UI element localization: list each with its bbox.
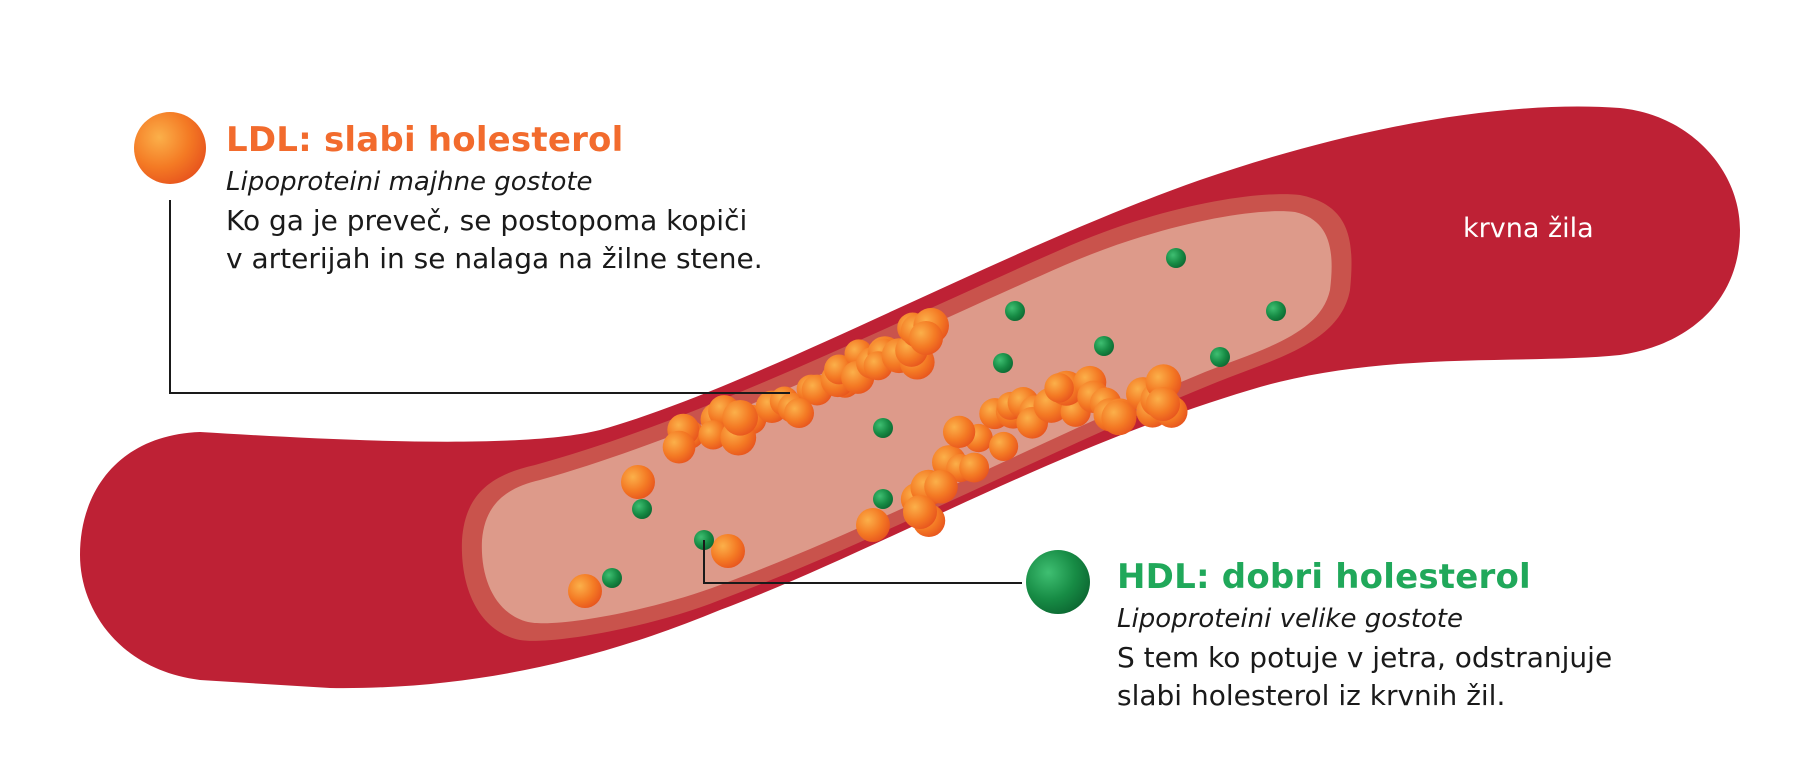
ldl-particle (924, 469, 958, 504)
ldl-particle (909, 321, 943, 355)
vessel-label: krvna žila (1463, 213, 1594, 244)
hdl-callout-line (703, 540, 1022, 584)
hdl-particle (873, 489, 893, 509)
ldl-particle (621, 465, 655, 499)
ldl-particle (903, 495, 937, 529)
hdl-particle (1266, 301, 1286, 321)
hdl-subtitle: Lipoproteini velike gostote (1117, 603, 1463, 634)
ldl-particle (1101, 400, 1137, 436)
ldl-legend-icon (134, 112, 206, 184)
ldl-particle (1044, 373, 1074, 403)
hdl-particle (993, 353, 1013, 373)
hdl-particle (632, 499, 652, 519)
ldl-callout-line (169, 200, 790, 394)
hdl-description-line: slabi holesterol iz krvnih žil. (1117, 678, 1506, 712)
hdl-legend-icon (1026, 550, 1090, 614)
hdl-particle (1166, 248, 1186, 268)
ldl-description-line: Ko ga je preveč, se postopoma kopiči (226, 203, 748, 237)
ldl-particle (711, 534, 745, 568)
ldl-particle (1146, 387, 1180, 421)
hdl-particle (873, 418, 893, 438)
ldl-particle (959, 452, 990, 483)
hdl-description: S tem ko potuje v jetra, odstranjuje sla… (1117, 639, 1612, 715)
vessel-lumen (481, 211, 1332, 624)
ldl-particles (568, 307, 1188, 608)
ldl-particle (856, 508, 890, 542)
hdl-description-line: S tem ko potuje v jetra, odstranjuje (1117, 640, 1613, 674)
ldl-particle (698, 420, 728, 450)
hdl-particle (602, 568, 622, 588)
hdl-title: HDL: dobri holesterol (1117, 557, 1531, 597)
ldl-particle (784, 398, 815, 429)
ldl-particle (989, 431, 1019, 461)
hdl-particles (602, 248, 1286, 588)
ldl-particle (722, 399, 758, 436)
ldl-particle (662, 430, 696, 464)
ldl-description-line: v arterijah in se nalaga na žilne stene. (226, 241, 763, 275)
ldl-particle (568, 574, 602, 608)
ldl-particle (942, 415, 976, 449)
ldl-title: LDL: slabi holesterol (226, 120, 624, 160)
hdl-particle (1210, 347, 1230, 367)
hdl-particle (1094, 336, 1114, 356)
hdl-particle (1005, 301, 1025, 321)
ldl-subtitle: Lipoproteini majhne gostote (226, 166, 593, 197)
ldl-description: Ko ga je preveč, se postopoma kopiči v a… (226, 202, 763, 278)
hdl-label-block: HDL: dobri holesterol Lipoproteini velik… (1117, 557, 1612, 715)
ldl-label-block: LDL: slabi holesterol Lipoproteini majhn… (226, 120, 763, 278)
